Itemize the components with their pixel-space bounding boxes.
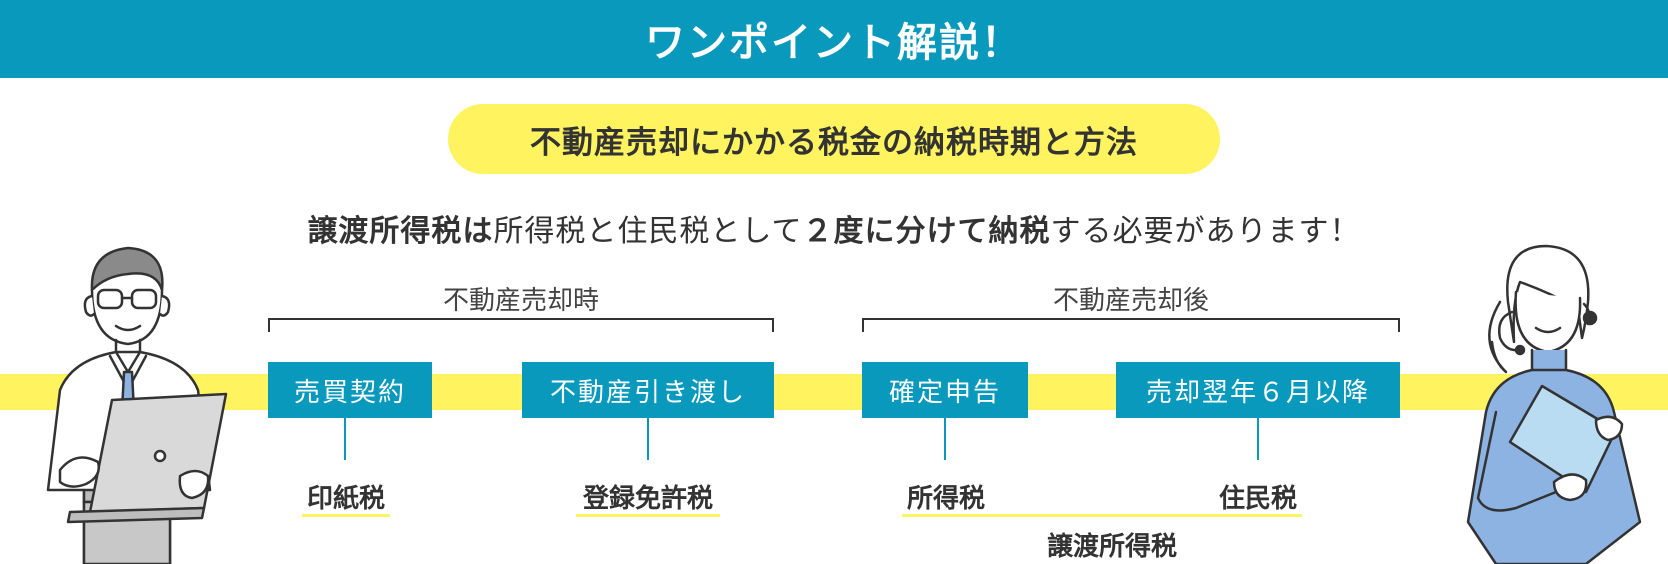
lead-sentence: 譲渡所得税は所得税と住民税として２度に分けて納税する必要があります！ [0, 206, 1668, 250]
tax-underline [302, 514, 390, 517]
businesswoman-illustration [1466, 244, 1642, 564]
timeline-band [0, 374, 1668, 410]
phase-label-after-sale: 不動産売却後 [1052, 286, 1209, 316]
tax-label-resident: 住民税 [1218, 484, 1297, 514]
tax-label-registration: 登録免許税 [582, 484, 713, 514]
header-banner: ワンポイント解説！ [0, 0, 1668, 78]
step-box-sales-contract: 売買契約 [268, 362, 432, 418]
phase-label-at-sale: 不動産売却時 [442, 286, 599, 316]
connector-line [1257, 418, 1259, 460]
connector-line [647, 418, 649, 460]
phase-bracket-at-sale [268, 318, 774, 332]
lead-part-4: する必要があります！ [1050, 214, 1361, 249]
tax-label-stamp: 印紙税 [306, 484, 385, 514]
lead-part-2: 所得税と住民税として [493, 214, 803, 249]
lead-part-3: ２度に分けて納税 [802, 214, 1051, 249]
connector-line [944, 418, 946, 460]
header-title: ワンポイント解説！ [645, 20, 1023, 66]
step-box-handover: 不動産引き渡し [522, 362, 774, 418]
subtitle-pill: 不動産売却にかかる税金の納税時期と方法 [448, 104, 1220, 174]
tax-label-capital-gains: 譲渡所得税 [1046, 532, 1177, 562]
step-box-tax-return: 確定申告 [862, 362, 1028, 418]
joint-tax-underline [902, 514, 1302, 517]
tax-underline [576, 514, 720, 517]
step-box-next-june: 売却翌年６月以降 [1116, 362, 1400, 418]
phase-bracket-after-sale [862, 318, 1400, 332]
subtitle-text: 不動産売却にかかる税金の納税時期と方法 [530, 124, 1138, 161]
lead-part-1: 譲渡所得税は [307, 214, 494, 249]
tax-label-income: 所得税 [906, 484, 985, 514]
businessman-illustration [46, 246, 228, 564]
connector-line [344, 418, 346, 460]
